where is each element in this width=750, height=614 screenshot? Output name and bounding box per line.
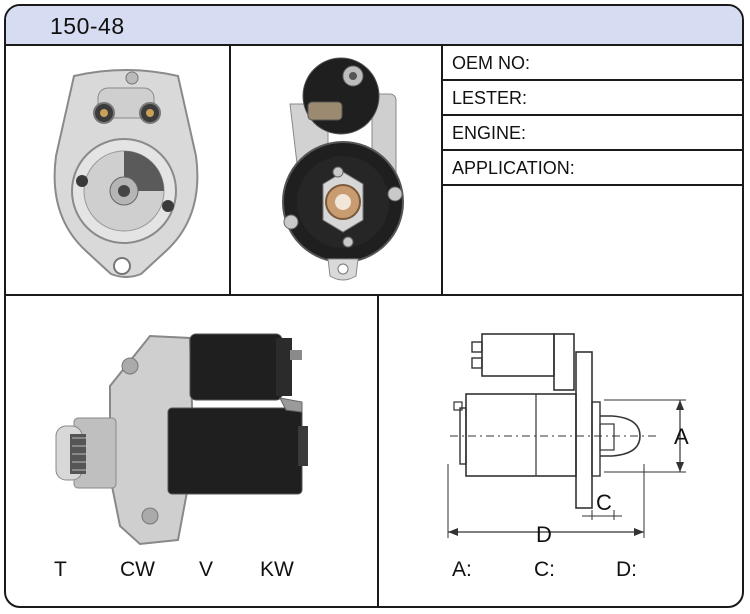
engine-label: ENGINE: — [452, 123, 527, 143]
dimension-drawing: A C D — [447, 333, 689, 546]
field-engine: ENGINE: — [443, 116, 742, 151]
dim-d-label: D — [536, 522, 552, 546]
lester-label: LESTER: — [452, 88, 528, 108]
spec-kw-label: KW — [260, 558, 294, 581]
header-bar: 150-48 — [6, 6, 742, 46]
divider-middle — [6, 294, 742, 296]
spec-d-label: D: — [616, 558, 637, 581]
model-number: 150-48 — [50, 13, 125, 39]
spec-t-label: T — [54, 558, 67, 581]
spec-cw-label: CW — [120, 558, 155, 581]
starter-side-view-image — [55, 333, 308, 546]
spec-a-label: A: — [452, 558, 472, 581]
application-label: APPLICATION: — [452, 158, 575, 178]
dim-a-label: A — [674, 424, 689, 449]
oem-label: OEM NO: — [452, 53, 531, 73]
field-lester: LESTER: — [443, 81, 742, 116]
product-card: 150-48 OEM NO: LESTER: ENGINE: APPLICATI… — [4, 4, 744, 608]
starter-front-view-image — [53, 69, 199, 278]
spec-c-label: C: — [534, 558, 555, 581]
divider-top-1 — [229, 46, 231, 294]
divider-top-2 — [441, 46, 443, 294]
field-oem: OEM NO: — [443, 46, 742, 81]
dim-c-label: C — [596, 490, 612, 515]
divider-bottom — [377, 294, 379, 606]
field-application: APPLICATION: — [443, 151, 742, 186]
starter-rear-view-image — [282, 57, 404, 281]
spec-v-label: V — [199, 558, 214, 581]
